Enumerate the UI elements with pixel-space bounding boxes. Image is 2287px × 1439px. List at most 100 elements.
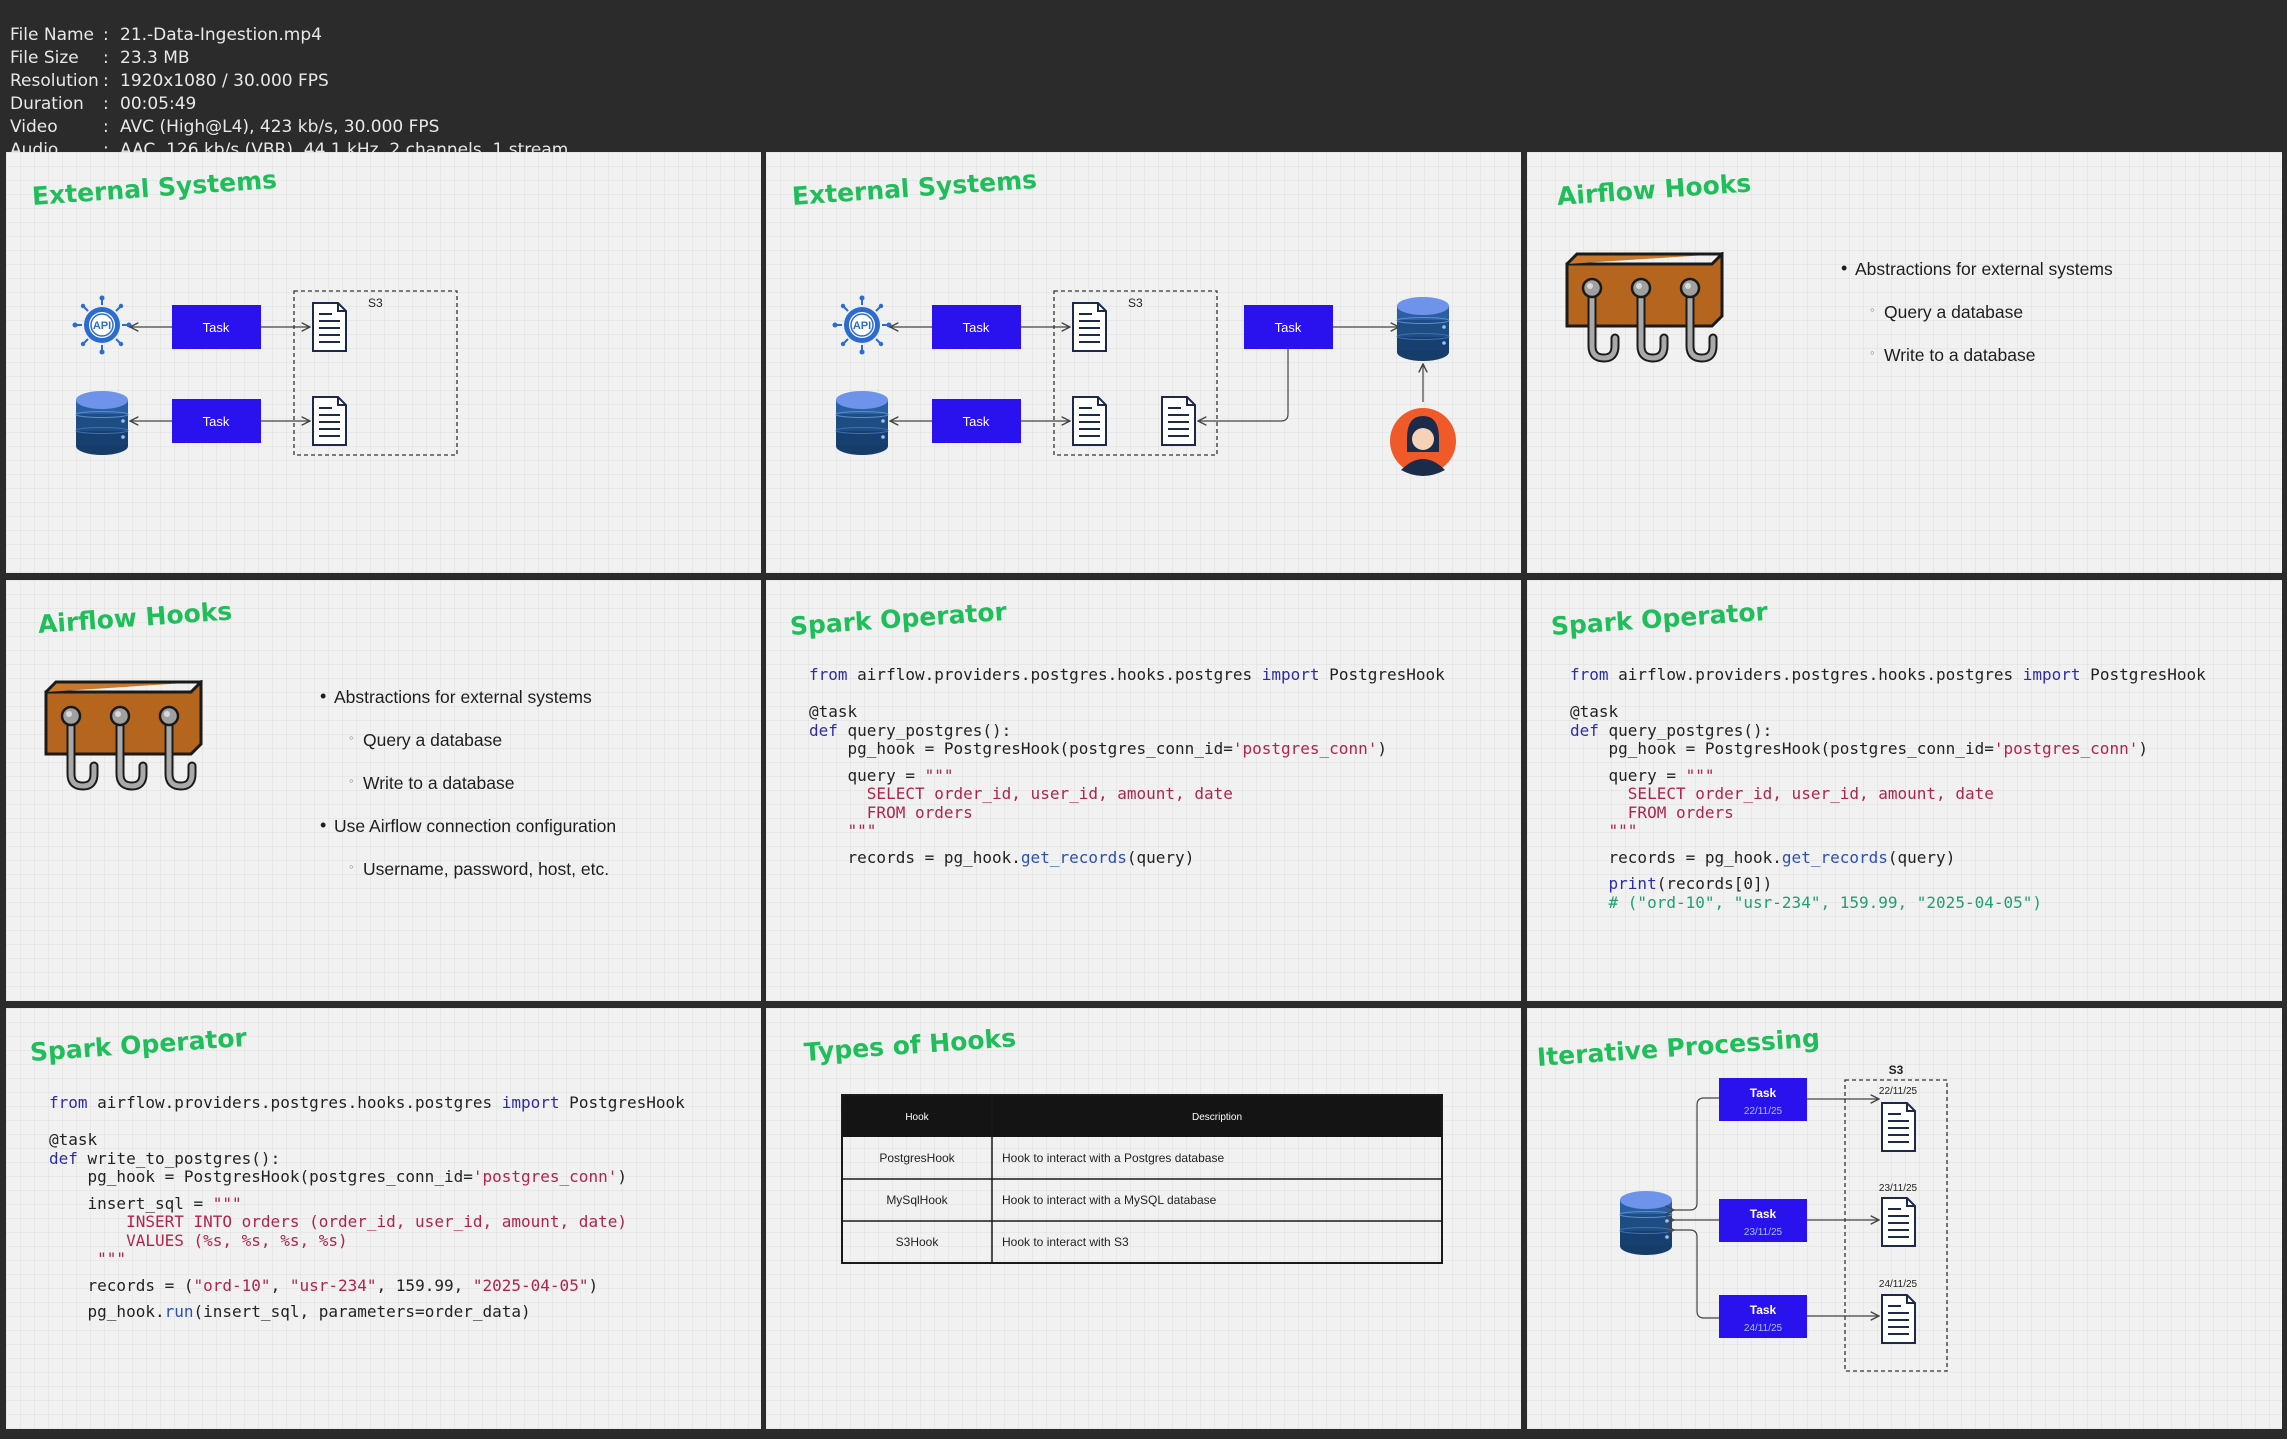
slide-thumbnail-9[interactable]: Iterative Processing Task 22/11/25 Task …	[1527, 1008, 2282, 1429]
meta-row-filename: File Name:21.-Data-Ingestion.mp4	[10, 5, 322, 45]
s3-bucket	[1053, 290, 1218, 456]
document-icon	[312, 396, 347, 446]
meta-key: Resolution	[10, 71, 99, 91]
code-token: """	[924, 765, 954, 785]
task-date: 23/11/25	[1744, 1227, 1783, 1238]
code-token: INSERT INTO orders (order_id, user_id, a…	[49, 1212, 627, 1231]
table-cell: Hook to interact with a Postgres databas…	[1002, 1151, 1224, 1165]
code-token: "usr-234"	[289, 1275, 377, 1295]
meta-key: File Name	[10, 25, 95, 45]
code-token: FROM orders	[809, 802, 973, 822]
code-token: FROM orders	[1570, 802, 1734, 822]
slide-thumbnail-4[interactable]: Airflow Hooks Abstractions for external …	[6, 580, 761, 1001]
slide-title: Airflow Hooks	[36, 596, 234, 639]
meta-colon: :	[103, 48, 109, 68]
code-token: pg_hook.	[49, 1302, 165, 1321]
meta-row-filesize: File Size:23.3 MB	[10, 28, 190, 68]
external-systems-diagram: API Task Task S3 Task	[831, 290, 1456, 476]
table-cell: PostgresHook	[879, 1151, 955, 1165]
code-token: ,	[270, 1275, 290, 1295]
code-token: """	[1685, 765, 1715, 785]
code-token: (query)	[1126, 847, 1195, 867]
code-token: from	[809, 665, 848, 684]
slide-thumbnail-6[interactable]: Spark Operator from airflow.providers.po…	[1527, 580, 2282, 1001]
document-icon	[1881, 1102, 1916, 1152]
code-token: """	[1570, 821, 1638, 840]
database-icon	[75, 390, 129, 456]
code-token: , 159.99,	[376, 1275, 473, 1295]
code-token: get_records	[1020, 847, 1127, 867]
code-token: )	[588, 1275, 599, 1295]
iterative-processing-diagram: Task 22/11/25 Task 23/11/25 Task 24/11/2…	[1619, 1063, 1948, 1372]
code-token: """	[212, 1193, 242, 1213]
slide-thumbnail-5[interactable]: Spark Operator from airflow.providers.po…	[766, 580, 1521, 1001]
code-token: from	[1570, 665, 1609, 684]
slide-title: Spark Operator	[1549, 596, 1769, 641]
code-token: pg_hook = PostgresHook(postgres_conn_id=	[1570, 739, 1994, 758]
meta-row-resolution: Resolution:1920x1080 / 30.000 FPS	[10, 51, 329, 91]
code-token: airflow.providers.postgres.hooks.postgre…	[87, 1093, 502, 1112]
external-systems-diagram: API Task Task S3	[71, 290, 458, 456]
code-token: query =	[809, 765, 925, 785]
s3-bucket	[293, 290, 458, 456]
arrow	[1674, 1230, 1719, 1319]
slide-thumbnail-7[interactable]: Spark Operator from airflow.providers.po…	[6, 1008, 761, 1429]
code-token: pg_hook = PostgresHook(postgres_conn_id=	[49, 1167, 473, 1186]
sub-bullet-item: Write to a database	[349, 773, 514, 794]
table-cell: S3Hook	[896, 1235, 940, 1249]
meta-value: 1920x1080 / 30.000 FPS	[120, 71, 329, 91]
code-token: from	[49, 1093, 88, 1112]
api-label: API	[93, 320, 111, 332]
document-icon	[1072, 302, 1107, 352]
database-icon	[1396, 296, 1450, 362]
table-cell: Hook to interact with a MySQL database	[1002, 1193, 1217, 1207]
slide-thumbnail-1[interactable]: External Systems API Task Task S3	[6, 152, 761, 573]
task-label: Task	[1750, 1086, 1777, 1100]
document-icon	[1072, 396, 1107, 446]
code-token: def	[1570, 720, 1599, 740]
code-token: (insert_sql, parameters=order_data)	[193, 1302, 531, 1321]
code-token: @task	[49, 1130, 98, 1149]
meta-colon: :	[103, 71, 109, 91]
database-icon	[835, 390, 889, 456]
code-token: # ("ord-10", "usr-234", 159.99, "2025-04…	[1570, 892, 2043, 912]
code-token	[1570, 874, 1609, 893]
table-cell: MySqlHook	[886, 1193, 948, 1207]
task-box	[172, 399, 261, 443]
code-token: import	[1261, 665, 1320, 684]
user-avatar-icon	[1390, 408, 1456, 476]
task-box	[1244, 305, 1333, 349]
task-date: 24/11/25	[1744, 1323, 1783, 1334]
code-token: records = pg_hook.	[1570, 847, 1782, 867]
code-token: SELECT order_id, user_id, amount, date	[1570, 784, 1994, 803]
code-token: import	[501, 1093, 560, 1112]
code-token: VALUES (%s, %s, %s, %s)	[49, 1230, 348, 1250]
code-token: run	[164, 1302, 194, 1321]
database-icon	[1619, 1190, 1673, 1256]
code-token: 'postgres_conn'	[1232, 739, 1378, 758]
slide-thumbnail-2[interactable]: External Systems API Task Task S3 Task	[766, 152, 1521, 573]
slide-title: Spark Operator	[788, 596, 1008, 641]
slide-thumbnail-3[interactable]: Airflow Hooks Abstractions for external …	[1527, 152, 2282, 573]
task-label: Task	[203, 414, 230, 429]
code-token: insert_sql =	[49, 1193, 213, 1213]
table-header-cell: Description	[1192, 1112, 1242, 1123]
meta-colon: :	[103, 140, 109, 160]
task-box	[932, 305, 1021, 349]
file-date: 23/11/25	[1879, 1183, 1918, 1194]
code-token: (records[0])	[1656, 874, 1773, 893]
task-label: Task	[963, 320, 990, 335]
code-token: PostgresHook	[1319, 665, 1445, 684]
s3-label: S3	[1128, 296, 1143, 310]
document-icon	[1881, 1294, 1916, 1344]
slide-title: Airflow Hooks	[1555, 168, 1753, 211]
table-cell: Hook to interact with S3	[1002, 1235, 1129, 1249]
slide-thumbnail-8[interactable]: Types of Hooks Hook Description Postgres…	[766, 1008, 1521, 1429]
meta-row-audio: Audio:AAC, 126 kb/s (VBR), 44.1 kHz, 2 c…	[10, 120, 568, 160]
code-token: PostgresHook	[559, 1093, 685, 1112]
s3-label: S3	[1889, 1063, 1904, 1077]
code-token: """	[49, 1249, 127, 1268]
task-label: Task	[963, 414, 990, 429]
code-token: get_records	[1781, 847, 1888, 867]
bullet-item: Use Airflow connection configuration	[320, 815, 616, 837]
